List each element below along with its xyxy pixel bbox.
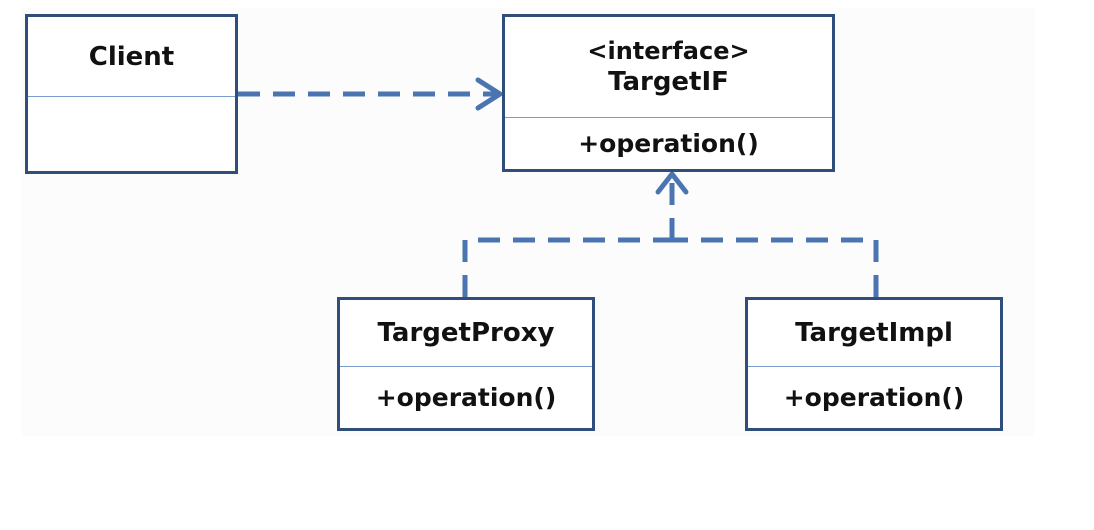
class-client-operations [28,97,235,171]
dependency-arrowhead [475,77,503,111]
class-target-if-header: <interface> TargetIF [505,17,832,118]
class-operation: +operation() [578,129,759,158]
class-name: TargetProxy [377,318,555,348]
class-stereotype: <interface> [587,37,750,65]
class-client[interactable]: Client [25,14,238,174]
class-target-impl-operations: +operation() [748,367,1000,428]
class-name: TargetIF [608,67,729,97]
class-name: Client [88,41,175,72]
realization-line-targetimpl [672,237,879,297]
realization-arrowhead [655,171,689,195]
class-operation: +operation() [375,383,557,412]
class-target-proxy[interactable]: TargetProxy +operation() [337,297,595,431]
class-target-if[interactable]: <interface> TargetIF +operation() [502,14,835,172]
class-target-proxy-operations: +operation() [340,367,592,428]
class-client-header: Client [28,17,235,97]
class-target-impl-header: TargetImpl [748,300,1000,367]
class-operation: +operation() [783,383,965,412]
class-target-proxy-header: TargetProxy [340,300,592,367]
realization-line-targetproxy [462,237,672,297]
class-target-if-operations: +operation() [505,118,832,169]
class-target-impl[interactable]: TargetImpl +operation() [745,297,1003,431]
class-name: TargetImpl [795,318,953,348]
